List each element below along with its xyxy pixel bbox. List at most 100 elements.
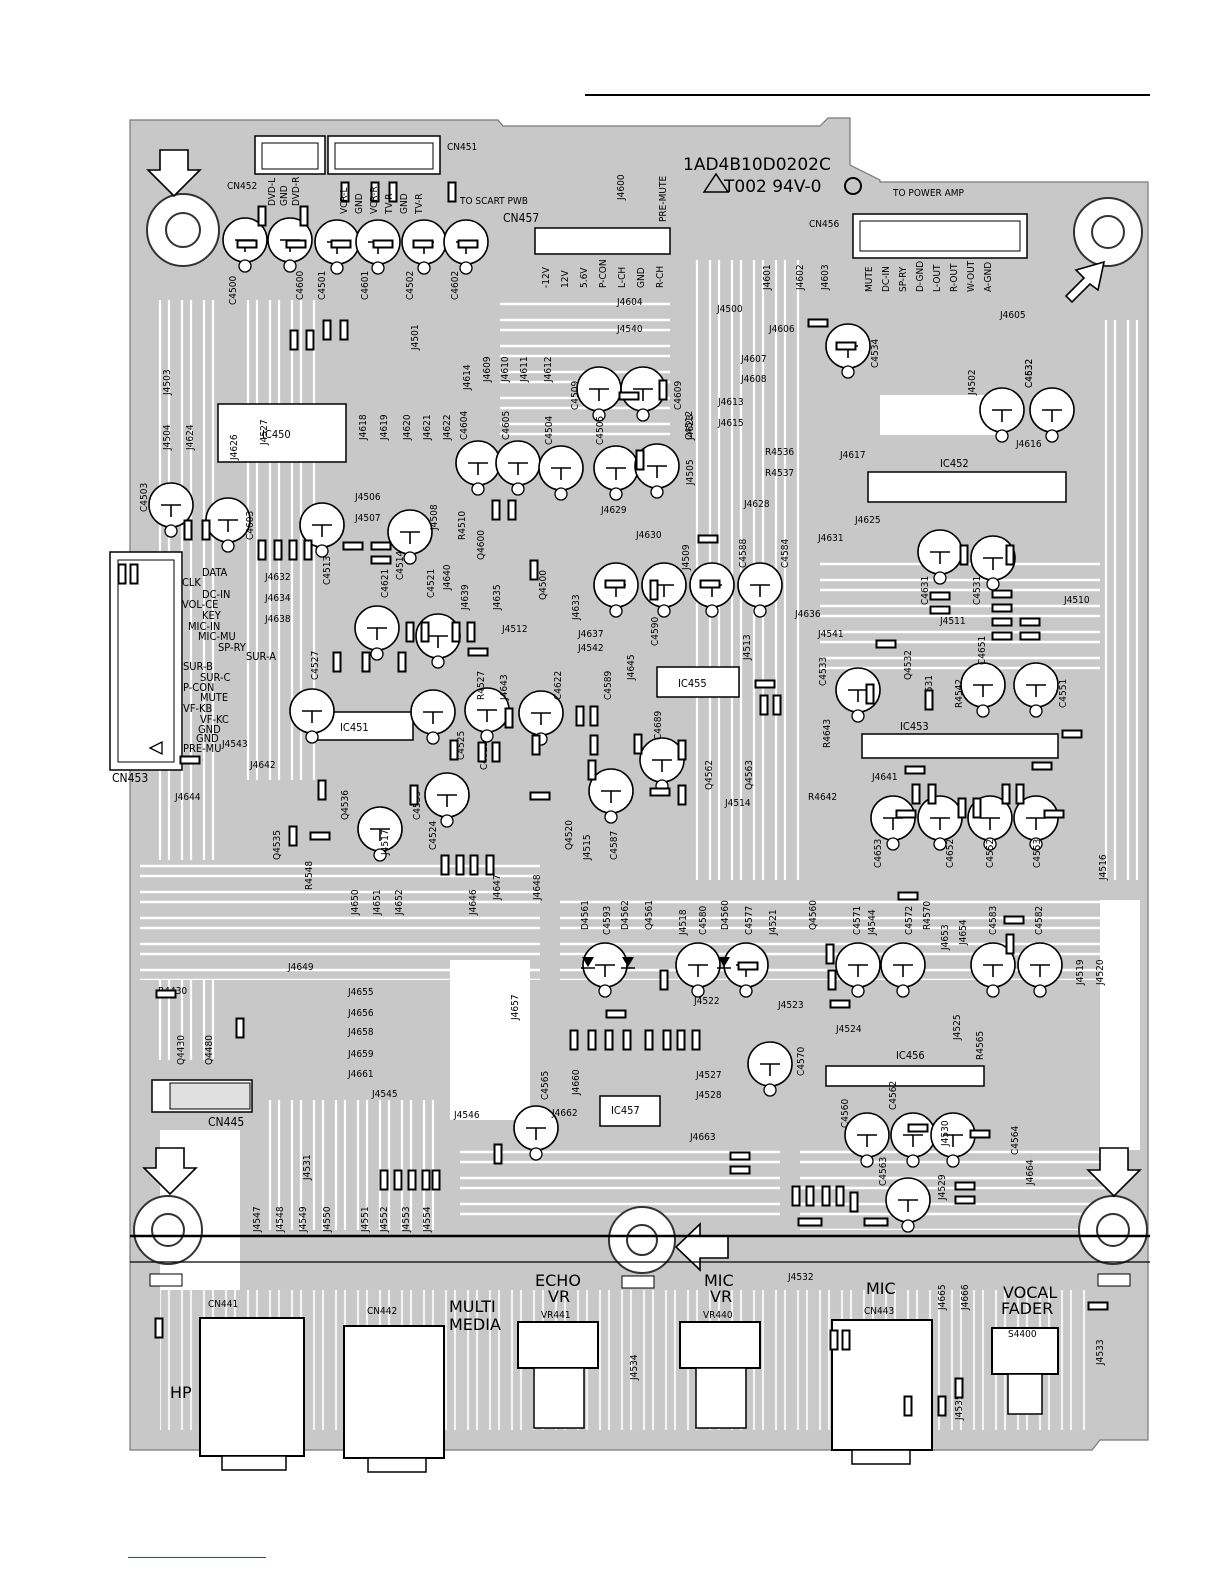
smd-chip-window	[865, 1219, 887, 1225]
jumper-label: J4648	[532, 874, 543, 901]
smd-chip-window	[679, 741, 685, 759]
jumper-label: J4639	[460, 584, 471, 611]
smd-chip-window	[1045, 811, 1063, 817]
jumper-label: J4511	[939, 616, 966, 627]
mounting-hole	[133, 1195, 203, 1265]
cn456-pin-0: MUTE	[864, 266, 875, 292]
capacitor-label: C4593	[602, 906, 613, 935]
jumper-label: J4634	[264, 593, 291, 604]
capacitor-label: C4587	[609, 831, 620, 860]
capacitor-c4509	[576, 366, 622, 422]
pin1-triangle-icon	[148, 740, 163, 756]
cn451-pin-5: TV-R	[414, 193, 425, 215]
smd-chip-window	[661, 971, 667, 989]
capacitor-c4527	[289, 688, 335, 744]
vr441-label: VR441	[541, 1310, 571, 1321]
capacitor-label: C4601	[360, 271, 371, 300]
smd-chip-window	[451, 741, 457, 759]
jumper-label: J4632	[264, 572, 291, 583]
component-label: R4570	[922, 901, 933, 930]
component-label: Q4561	[644, 900, 655, 930]
jumper-label: J4631	[817, 533, 844, 544]
jumper-label: J4518	[678, 909, 689, 936]
cn452-pin-2: DVD-R	[291, 177, 302, 206]
jumper-label: J4652	[394, 889, 405, 916]
ic-ic453	[861, 733, 1059, 759]
jumper-label: J4602	[795, 264, 806, 291]
warning-triangle-icon	[702, 172, 730, 193]
capacitor-label: C4571	[852, 906, 863, 935]
jumper-label: J4616	[1015, 439, 1042, 450]
component-label: Q4500	[538, 570, 549, 600]
capacitor-label: C4631	[920, 576, 931, 605]
capacitor-c4531	[970, 535, 1016, 591]
jumper-label: J4612	[543, 356, 554, 383]
ic453-label: IC453	[900, 720, 929, 733]
jumper-label: J4541	[817, 629, 844, 640]
smd-chip-window	[471, 856, 477, 874]
to-scart-label: TO SCART PWB	[459, 196, 528, 207]
capacitor-c4522	[464, 687, 510, 743]
cn453-label: CN453	[112, 771, 148, 785]
ic455-label: IC455	[678, 677, 707, 690]
smd-chip-window	[203, 521, 209, 539]
capacitor-c4621	[354, 605, 400, 661]
capacitor-label: C4562	[888, 1081, 899, 1110]
jumper-label: J4530	[940, 1120, 951, 1147]
jumper-label: J4548	[275, 1206, 286, 1233]
component-label: D4560	[720, 900, 731, 930]
cn457-pin-0: -12V	[541, 266, 552, 288]
jumper-label: J4663	[689, 1132, 716, 1143]
capacitor-label: C4584	[780, 539, 791, 568]
smd-chip-window	[823, 1187, 829, 1205]
cn453-pin-7: SP-RY	[218, 641, 247, 654]
capacitor-label: C4514	[395, 551, 406, 580]
capacitor-c4622	[518, 690, 564, 746]
cn453-pin-13: VF-KB	[183, 702, 213, 715]
jumper-label: J4635	[492, 584, 503, 611]
diode-icon	[621, 957, 635, 969]
component-label: Q4600	[476, 530, 487, 560]
jumper-label: J4603	[820, 264, 831, 291]
vr440-label: VR440	[703, 1310, 733, 1321]
smd-chip-window	[459, 241, 477, 247]
cn453-pin-9: SUR-B	[183, 660, 213, 673]
cn453-pin-15: GND	[198, 723, 221, 736]
capacitor-label: C4653	[873, 839, 884, 868]
smd-chip-window	[363, 653, 369, 671]
vocal-label: VOCAL	[1003, 1283, 1057, 1302]
smd-chip-window	[399, 653, 405, 671]
mounting-hole	[608, 1206, 676, 1274]
smd-chip-window	[905, 1397, 911, 1415]
smd-chip-window	[851, 1193, 857, 1211]
cn451-pin-2: VCR-R	[369, 186, 380, 214]
jumper-label: J4501	[410, 324, 421, 351]
mic-vr-label: VR	[710, 1287, 732, 1306]
jumper-label: J4543	[221, 739, 248, 750]
pre-mute-label: PRE-MUTE	[658, 176, 669, 222]
jumper-label: J4519	[1075, 959, 1086, 986]
smd-chip-window	[606, 1031, 612, 1049]
arrow-up-right-icon	[1064, 260, 1106, 304]
connector-cn452	[254, 135, 326, 175]
smd-chip-window	[506, 709, 512, 727]
capacitor-label: C4652	[945, 839, 956, 868]
smd-chip-window	[156, 1319, 162, 1337]
smd-chip-window	[531, 561, 537, 579]
footer-link-rule	[128, 1557, 266, 1558]
jumper-label: J4523	[777, 1000, 804, 1011]
cn453-pin-0: DATA	[202, 566, 228, 579]
smd-chip-window	[290, 541, 296, 559]
ic-ic457	[599, 1095, 661, 1127]
smd-chip-window	[571, 1031, 577, 1049]
smd-chip-window	[307, 331, 313, 349]
jumper-label: J4515	[582, 834, 593, 861]
capacitor-c4513	[299, 502, 345, 558]
smd-chip-window	[971, 1131, 989, 1137]
jack-cn441	[199, 1317, 305, 1457]
capacitor-label: C4509	[570, 381, 581, 410]
jumper-label: J4512	[501, 624, 528, 635]
jumper-label: J4524	[835, 1024, 862, 1035]
s4400-label: S4400	[1008, 1329, 1037, 1340]
jumper-label: J4522	[693, 996, 720, 1007]
